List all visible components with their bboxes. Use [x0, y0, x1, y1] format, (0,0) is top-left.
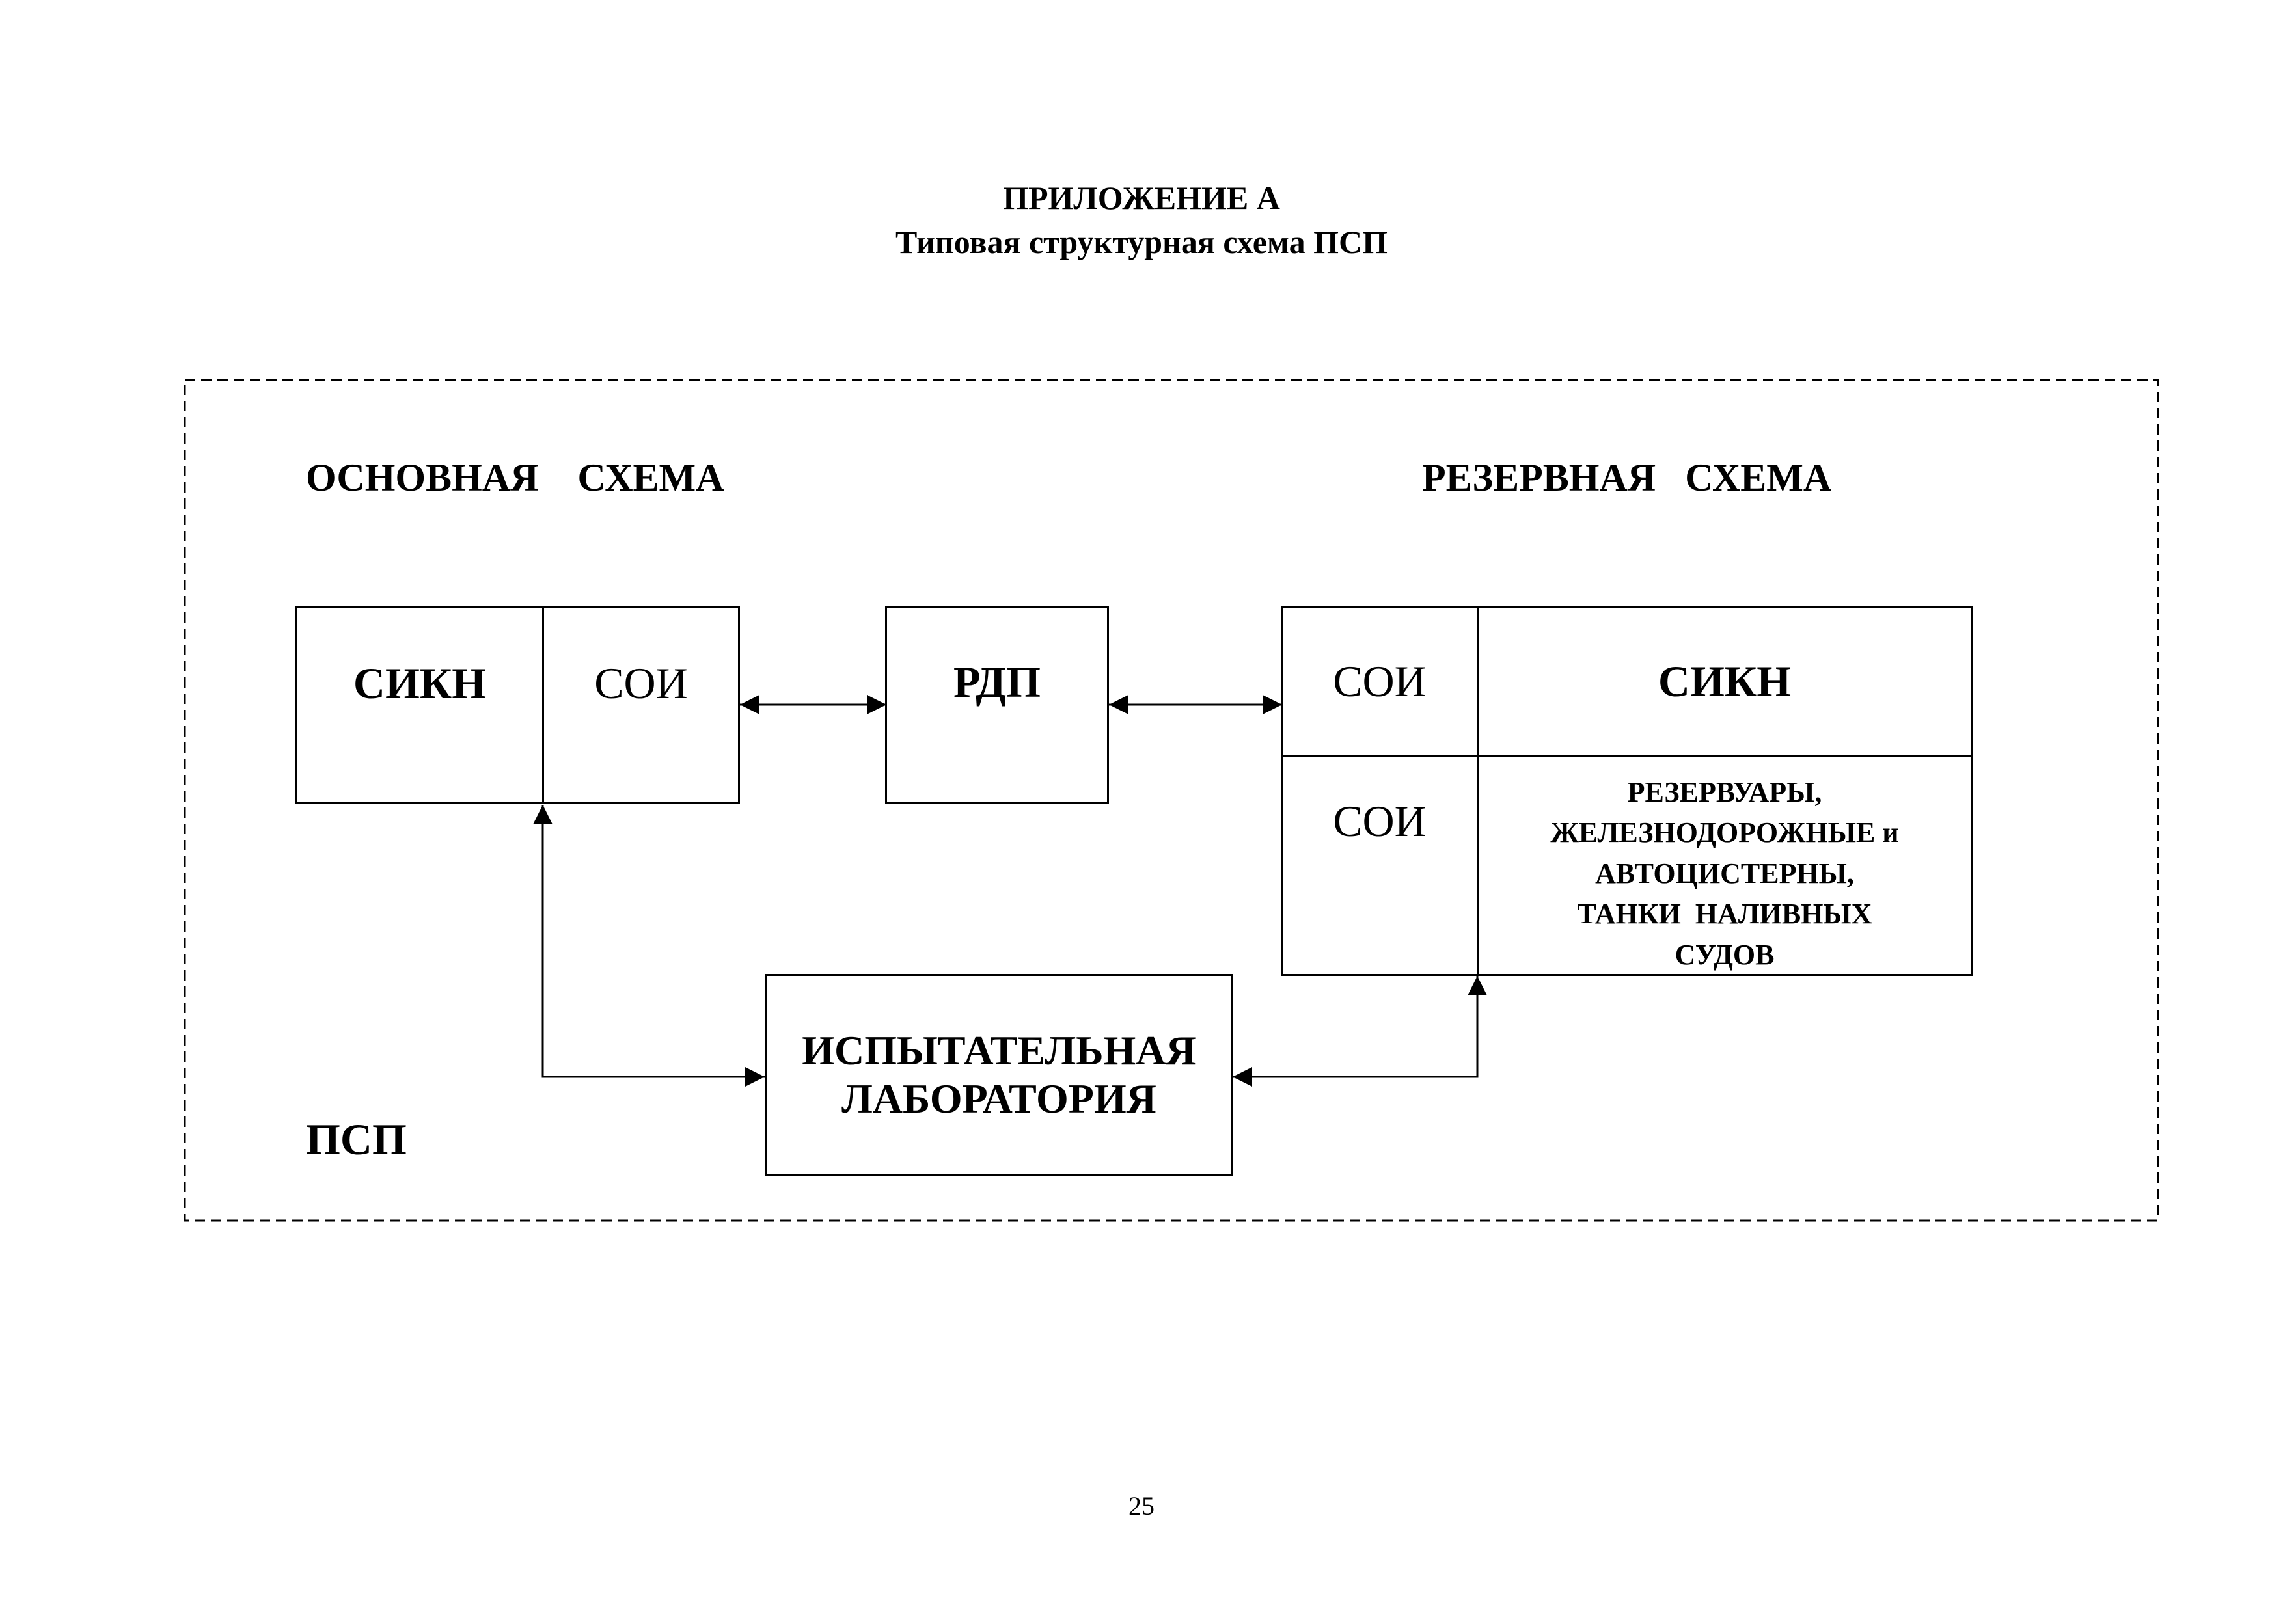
reserve-soi-bottom-box: СОИ [1281, 755, 1479, 976]
reserve-tanks-box: РЕЗЕРВУАРЫ, ЖЕЛЕЗНОДОРОЖНЫЕ и АВТОЦИСТЕР… [1477, 755, 1973, 976]
arrowhead-left [1233, 1067, 1252, 1087]
arrowhead-left [1109, 695, 1128, 714]
reserve-scheme-label: РЕЗЕРВНАЯ СХЕМА [1422, 456, 1832, 499]
arrowhead-left [740, 695, 759, 714]
arrowhead-up [1468, 976, 1487, 995]
rdp-label: РДП [953, 657, 1041, 707]
arrowhead-up [533, 805, 553, 824]
reserve-sikn-label: СИКН [1658, 656, 1792, 707]
psp-label: ПСП [306, 1115, 407, 1164]
reserve-sikn-box: СИКН [1477, 606, 1973, 757]
reserve-tanks-label: РЕЗЕРВУАРЫ, ЖЕЛЕЗНОДОРОЖНЫЕ и АВТОЦИСТЕР… [1550, 776, 1899, 971]
main-soi-box: СОИ [542, 606, 740, 804]
reserve-soi-bottom-label: СОИ [1333, 796, 1427, 846]
arrowhead-right [867, 695, 886, 714]
main-scheme-label: ОСНОВНАЯ СХЕМА [306, 456, 724, 499]
connector-main-lab [541, 805, 765, 1078]
appendix-heading: ПРИЛОЖЕНИЕ А [1003, 180, 1280, 216]
connector-reserve-lab [1233, 976, 1479, 1078]
rdp-box: РДП [885, 606, 1109, 804]
diagram-title: Типовая структурная схема ПСП [895, 224, 1388, 260]
main-sikn-box: СИКН [295, 606, 544, 804]
page-number: 25 [1128, 1491, 1155, 1521]
psp-boundary-frame [184, 379, 2159, 1222]
main-soi-label: СОИ [594, 658, 688, 708]
reserve-soi-top-box: СОИ [1281, 606, 1479, 757]
lab-box: ИСПЫТАТЕЛЬНАЯ ЛАБОРАТОРИЯ [765, 974, 1233, 1176]
lab-label: ИСПЫТАТЕЛЬНАЯ ЛАБОРАТОРИЯ [802, 1027, 1196, 1122]
main-sikn-label: СИКН [353, 658, 487, 708]
reserve-soi-top-label: СОИ [1333, 656, 1427, 707]
arrowhead-right [745, 1067, 765, 1087]
arrowhead-right [1263, 695, 1282, 714]
